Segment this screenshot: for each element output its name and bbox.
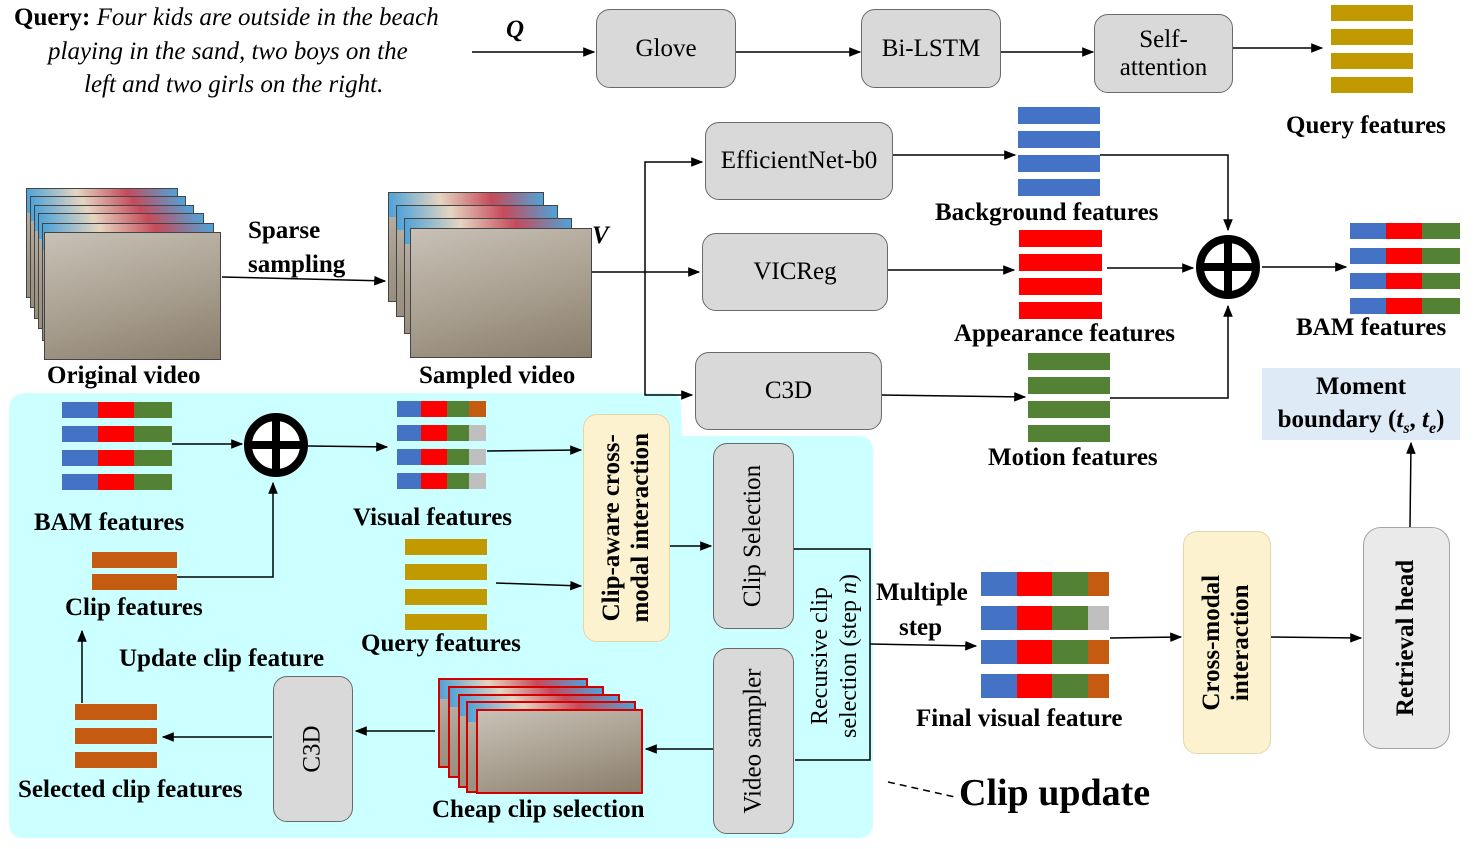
selected-clip-features-label: Selected clip features — [18, 776, 243, 803]
appearance-features-bars — [1019, 230, 1102, 319]
self-attention-module: Self- attention — [1094, 14, 1233, 93]
clip-features-bars — [92, 552, 177, 590]
sparse-sampling-line-2: sampling — [248, 251, 346, 278]
glove-module: Glove — [596, 9, 736, 88]
query-line-3: left and two girls on the right. — [84, 71, 384, 98]
final-visual-feature-bars — [981, 572, 1109, 698]
final-visual-feature-label: Final visual feature — [916, 705, 1123, 732]
v-symbol: V — [592, 222, 609, 249]
clip-aware-interaction-module: Clip-aware cross- modal interaction — [583, 414, 670, 642]
query-text-line-1: Query: Four kids are outside in the beac… — [14, 4, 439, 33]
te-sub: e — [1429, 420, 1437, 437]
recursive-close: ) — [836, 574, 862, 583]
motion-features-bars — [1028, 353, 1110, 442]
oplus-icon-left — [244, 413, 308, 477]
ts-symbol: t — [1396, 406, 1404, 433]
moment-close: ) — [1436, 406, 1445, 433]
clip-aware-line-2: modal interaction — [626, 433, 654, 623]
clip-aware-line-1: Clip-aware cross- — [597, 434, 625, 622]
arrows — [77, 43, 1416, 798]
update-clip-feature-label: Update clip feature — [119, 645, 325, 672]
c3d-bottom-text: C3D — [298, 725, 326, 773]
query-label: Query: — [14, 4, 91, 31]
clip-selection-module: Clip Selection — [713, 443, 794, 629]
query-line-2: playing in the sand, two boys on the — [48, 38, 408, 65]
efficientnet-module: EfficientNet-b0 — [705, 122, 893, 200]
bilstm-module: Bi-LSTM — [861, 9, 1001, 88]
recursive-line-2-text: selection (step — [836, 594, 862, 738]
clip-update-label: Clip update — [959, 772, 1151, 814]
self-attention-line-2: attention — [1119, 53, 1208, 81]
query-features-top-bars — [1331, 5, 1413, 93]
video-sampler-text: Video sampler — [739, 668, 767, 814]
query-features-bottom-label: Query features — [361, 630, 521, 657]
query-line-1: Four kids are outside in the beach — [96, 4, 439, 31]
query-features-bottom-bars — [405, 539, 487, 630]
cross-modal-line-1: Cross-modal — [1198, 574, 1226, 711]
te-symbol: t — [1422, 406, 1429, 433]
appearance-features-label: Appearance features — [954, 320, 1176, 347]
c3d-bottom-module: C3D — [273, 676, 353, 822]
cross-modal-interaction-module: Cross-modal interaction — [1183, 531, 1271, 754]
clip-features-label: Clip features — [65, 594, 203, 621]
retrieval-head-module: Retrieval head — [1363, 527, 1450, 749]
visual-features-label: Visual features — [353, 504, 513, 531]
multiple-step-line-2: step — [899, 614, 943, 641]
recursive-selection-label: Recursive clip selection (step n) — [806, 574, 864, 738]
self-attention-line-1: Self- — [1139, 25, 1188, 53]
recursive-line-1: Recursive clip — [807, 587, 834, 725]
cross-modal-line-2: interaction — [1227, 584, 1255, 701]
sparse-sampling-line-1: Sparse — [248, 217, 321, 244]
visual-features-bars — [397, 401, 486, 489]
bam-features-left-label: BAM features — [34, 509, 185, 536]
bam-features-left-bars — [62, 402, 172, 490]
clip-selection-text: Clip Selection — [739, 464, 767, 608]
recursive-n: n — [836, 582, 862, 595]
moment-boundary-line-1: Moment — [1315, 373, 1407, 400]
recursive-line-2: selection (step n) — [835, 574, 864, 738]
video-sampler-module: Video sampler — [713, 648, 794, 834]
background-features-label: Background features — [935, 199, 1159, 226]
c3d-top-module: C3D — [695, 352, 882, 430]
oplus-icon-right — [1196, 235, 1260, 299]
query-features-top-label: Query features — [1286, 112, 1446, 139]
moment-boundary-box — [1262, 368, 1460, 440]
q-symbol: Q — [506, 16, 525, 43]
sampled-video-label: Sampled video — [419, 362, 576, 389]
ts-sub: s — [1403, 420, 1410, 437]
bam-features-right-bars — [1350, 223, 1460, 314]
selected-clip-features-bars — [75, 704, 157, 768]
multiple-step-line-1: Multiple — [876, 579, 968, 606]
moment-boundary-text: boundary ( — [1277, 406, 1397, 433]
original-video-label: Original video — [47, 362, 201, 389]
retrieval-head-text: Retrieval head — [1392, 559, 1420, 717]
vicreg-module: VICReg — [702, 233, 888, 311]
bam-features-right-label: BAM features — [1296, 314, 1447, 341]
background-features-bars — [1018, 107, 1100, 196]
motion-features-label: Motion features — [988, 444, 1158, 471]
cheap-clip-selection-label: Cheap clip selection — [432, 796, 645, 823]
moment-boundary-line-2: boundary (ts, te) — [1277, 406, 1445, 437]
